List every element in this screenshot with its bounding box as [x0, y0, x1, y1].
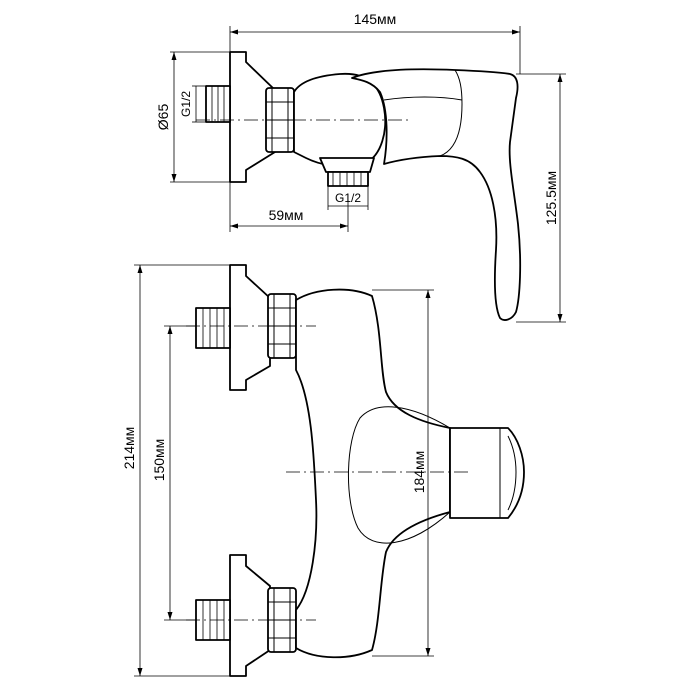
top-handle-crease	[383, 96, 463, 101]
dim-flange-diameter-label: Ø65	[155, 104, 171, 131]
dim-total-height: 214мм	[121, 264, 230, 677]
front-upper-inlet-stub	[195, 307, 231, 349]
dim-total-width-label: 145мм	[354, 11, 397, 27]
front-cartridge-seat	[347, 406, 451, 544]
dim-outlet-thread-label: G1/2	[335, 191, 361, 205]
front-lower-flange	[229, 554, 271, 677]
front-upper-flange	[229, 264, 271, 391]
dim-outlet-offset: 59мм	[229, 182, 349, 232]
dim-handle-height-label: 125.5мм	[543, 171, 559, 225]
dim-inlet-spacing: 150мм	[151, 325, 196, 621]
dim-total-height-label: 214мм	[121, 427, 137, 470]
dim-inlet-thread: G1/2	[179, 85, 206, 123]
dim-flange-diameter: Ø65	[155, 51, 230, 183]
front-view: 214мм 150мм 184мм	[121, 264, 525, 677]
dim-body-height: 184мм	[372, 289, 434, 657]
top-handle	[351, 68, 522, 321]
dim-inlet-thread-label: G1/2	[179, 91, 193, 117]
dim-inlet-spacing-label: 150мм	[151, 439, 167, 482]
dim-outlet-offset-label: 59мм	[269, 207, 304, 223]
top-handle-inner-edge	[439, 69, 463, 157]
dim-outlet-thread: G1/2	[327, 186, 369, 210]
top-view: 145мм 59мм G1/2 Ø65	[155, 11, 566, 323]
front-mixer-body	[295, 288, 451, 659]
top-outlet-connector	[319, 157, 375, 187]
front-lever-cap	[449, 427, 525, 519]
dim-body-height-label: 184мм	[411, 451, 427, 494]
dim-handle-height: 125.5мм	[516, 73, 566, 323]
top-inlet-stub	[205, 85, 231, 123]
dim-total-width: 145мм	[229, 11, 521, 74]
